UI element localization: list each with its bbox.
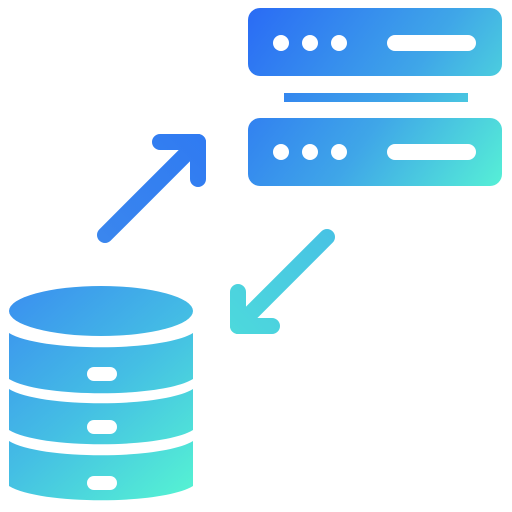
server-led-2 [302, 35, 318, 51]
server-unit-top [248, 8, 502, 76]
database-slot-3 [87, 476, 117, 490]
server-slot-top [387, 35, 476, 51]
database-slot-2 [87, 420, 117, 434]
database-layer-3 [9, 441, 193, 501]
server-led-1 [273, 35, 289, 51]
server-led-5 [302, 144, 318, 160]
upload-arrow-icon [97, 134, 206, 243]
server-connector-bar [284, 93, 468, 102]
download-arrow-icon [230, 229, 335, 334]
database-layer-1 [9, 333, 193, 394]
server-unit-bottom [248, 118, 502, 186]
database-layer-2 [9, 389, 193, 445]
database-slot-1 [87, 367, 117, 381]
server-led-6 [331, 144, 347, 160]
server-led-3 [331, 35, 347, 51]
server-rack-icon [248, 8, 502, 186]
database-top [9, 286, 193, 336]
server-led-4 [273, 144, 289, 160]
server-slot-bottom [387, 144, 476, 160]
database-icon [9, 286, 193, 501]
